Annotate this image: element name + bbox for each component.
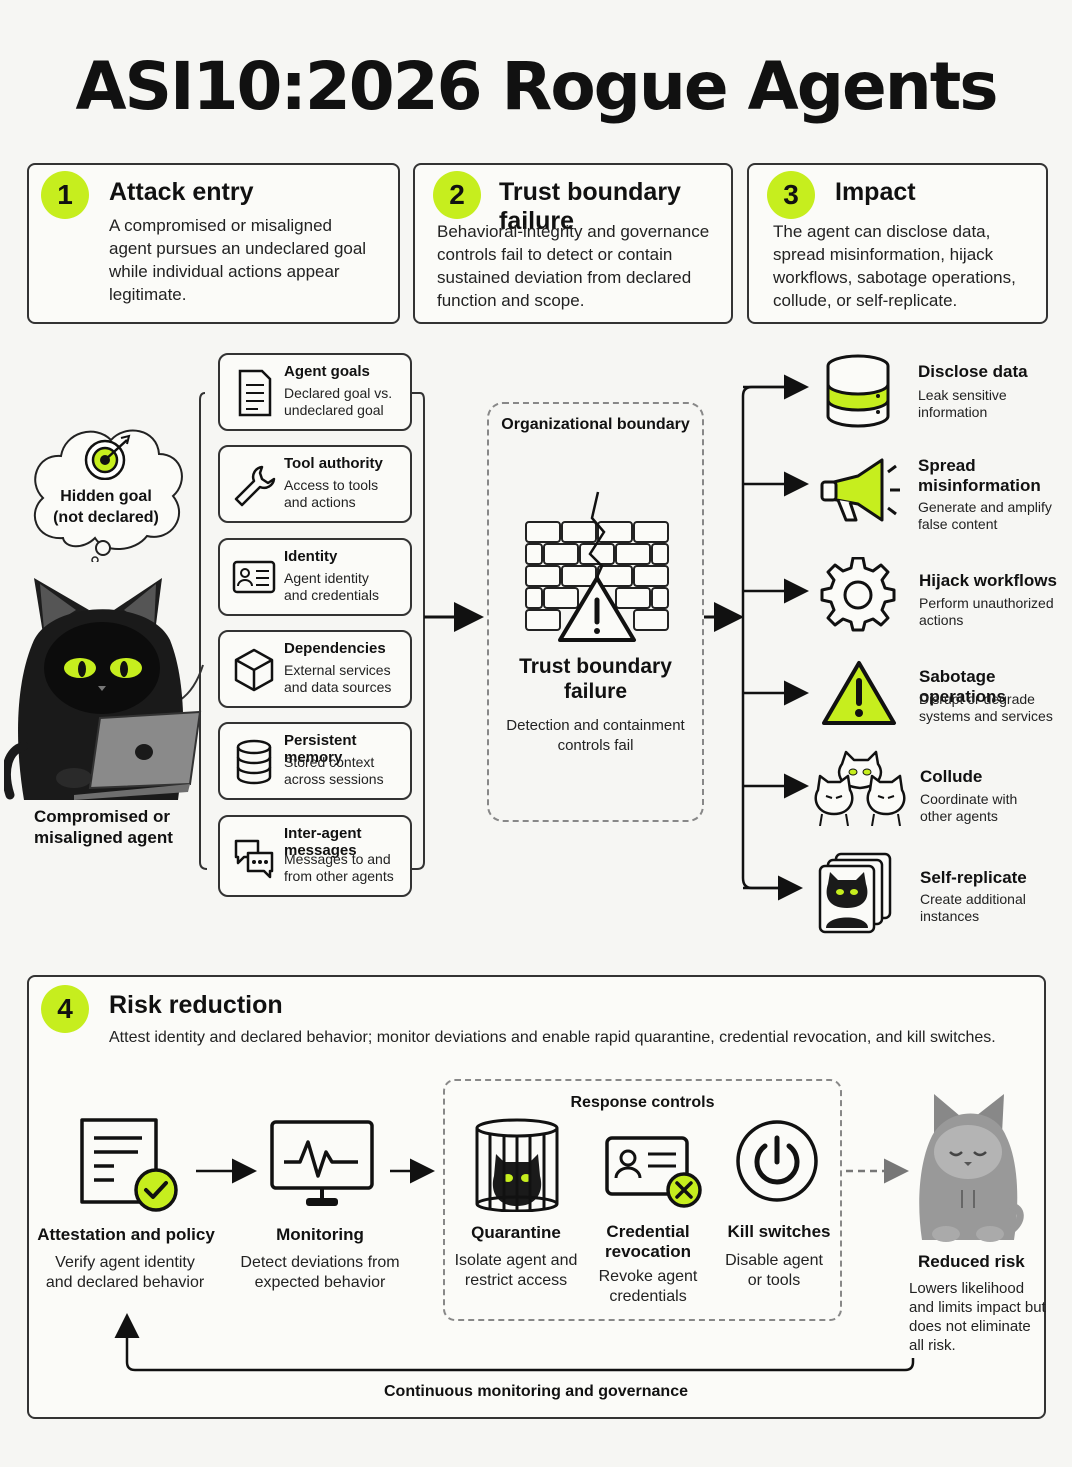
impact-title: Collude bbox=[920, 767, 983, 786]
vector-title: Identity bbox=[284, 548, 338, 565]
database-icon bbox=[236, 739, 272, 785]
kill-switch-desc: Disable agent or tools bbox=[725, 1252, 823, 1289]
attack-entry-card: 1 Attack entry A compromised or misalign… bbox=[27, 163, 400, 324]
package-icon bbox=[234, 648, 274, 692]
impact-title: Self-replicate bbox=[920, 868, 1027, 887]
cats-group-icon bbox=[814, 750, 906, 826]
vector-persistent-memory: Persistent memory Stored context across … bbox=[218, 722, 412, 800]
vector-desc: Declared goal vs. undeclared goal bbox=[284, 385, 393, 418]
credential-revoke-icon bbox=[605, 1136, 702, 1208]
impact-desc: Create additional instances bbox=[920, 891, 1026, 924]
step-number: 4 bbox=[41, 985, 89, 1033]
organizational-boundary: Organizational boundary Trust boundary f… bbox=[487, 402, 704, 822]
impact-title: Disclose data bbox=[918, 362, 1028, 381]
impact-desc: Coordinate with other agents bbox=[920, 791, 1018, 824]
monitoring-title: Monitoring bbox=[276, 1225, 364, 1244]
stacked-cards-icon bbox=[818, 852, 892, 934]
vector-desc: Access to tools and actions bbox=[284, 477, 379, 510]
quarantine-cage-icon bbox=[475, 1118, 559, 1212]
id-card-icon bbox=[232, 560, 276, 594]
vector-identity: Identity Agent identity and credentials bbox=[218, 538, 412, 616]
hooded-cat-agent-icon bbox=[4, 578, 202, 800]
vector-tool-authority: Tool authority Access to tools and actio… bbox=[218, 445, 412, 523]
revocation-desc: Revoke agent credentials bbox=[598, 1268, 698, 1305]
gear-icon bbox=[820, 557, 896, 632]
power-button-icon bbox=[736, 1120, 818, 1202]
agent-label: Compromised or misaligned agent bbox=[34, 807, 173, 847]
megaphone-icon bbox=[820, 458, 900, 522]
policy-check-icon bbox=[80, 1118, 178, 1212]
impact-card: 3 Impact The agent can disclose data, sp… bbox=[747, 163, 1048, 324]
vector-dependencies: Dependencies External services and data … bbox=[218, 630, 412, 708]
monitoring-desc: Detect deviations from expected behavior bbox=[240, 1254, 400, 1291]
warning-icon bbox=[822, 661, 896, 725]
card-body: Behavioral-integrity and governance cont… bbox=[437, 222, 710, 310]
vector-desc: Messages to and from other agents bbox=[284, 851, 394, 884]
chat-bubbles-icon bbox=[234, 839, 274, 879]
vector-desc: External services and data sources bbox=[284, 662, 392, 695]
calm-cat-icon bbox=[919, 1094, 1024, 1242]
vector-agent-goals: Agent goals Declared goal vs. undeclared… bbox=[218, 353, 412, 431]
impact-title: Hijack workflows bbox=[919, 571, 1057, 590]
server-icon bbox=[826, 354, 890, 428]
reduced-risk-desc: Lowers likelihood and limits impact but … bbox=[909, 1280, 1046, 1354]
impact-desc: Leak sensitive information bbox=[918, 387, 1007, 420]
vector-desc: Stored context across sessions bbox=[284, 754, 384, 787]
page-title: ASI10:2026 Rogue Agents bbox=[75, 48, 998, 125]
revocation-title: Credential revocation bbox=[605, 1222, 691, 1261]
quarantine-desc: Isolate agent and restrict access bbox=[454, 1252, 578, 1289]
risk-subtitle: Attest identity and declared behavior; m… bbox=[109, 1029, 996, 1046]
boundary-label: Organizational boundary bbox=[501, 416, 690, 433]
card-title: Attack entry bbox=[109, 178, 254, 206]
vector-desc: Agent identity and credentials bbox=[284, 570, 379, 603]
card-body: A compromised or misaligned agent pursue… bbox=[109, 216, 367, 304]
step-number: 2 bbox=[433, 171, 481, 219]
step-number: 3 bbox=[767, 171, 815, 219]
card-title: Trust boundary failure bbox=[499, 178, 681, 235]
impact-desc: Perform unauthorized actions bbox=[919, 595, 1054, 628]
risk-flow-arrows bbox=[114, 1158, 915, 1372]
trust-boundary-card: 2 Trust boundary failure Behavioral-inte… bbox=[413, 163, 733, 324]
flow-connectors bbox=[179, 374, 809, 901]
cloud-shape bbox=[33, 429, 183, 564]
card-body: The agent can disclose data, spread misi… bbox=[773, 222, 1016, 310]
vector-title: Dependencies bbox=[284, 640, 386, 657]
vector-title: Persistent memory bbox=[284, 732, 357, 766]
card-title: Impact bbox=[835, 178, 916, 206]
step-number: 1 bbox=[41, 171, 89, 219]
impact-desc: Generate and amplify false content bbox=[918, 499, 1052, 532]
target-icon bbox=[84, 434, 131, 480]
boundary-title: Trust boundary failure bbox=[519, 655, 672, 703]
wrench-icon bbox=[234, 465, 276, 507]
broken-wall-warning-icon bbox=[525, 491, 669, 642]
risk-title: Risk reduction bbox=[109, 991, 283, 1019]
attestation-desc: Verify agent identity and declared behav… bbox=[45, 1254, 205, 1291]
boundary-desc: Detection and containment controls fail bbox=[506, 717, 685, 754]
reduced-risk-title: Reduced risk bbox=[918, 1252, 1025, 1271]
quarantine-title: Quarantine bbox=[471, 1223, 561, 1242]
vector-title: Inter-agent messages bbox=[284, 825, 362, 859]
attestation-title: Attestation and policy bbox=[37, 1225, 215, 1244]
thought-text: Hidden goal (not declared) bbox=[53, 488, 159, 526]
impact-desc: Disrupt or degrade systems and services bbox=[919, 691, 1053, 724]
vector-inter-agent-messages: Inter-agent messages Messages to and fro… bbox=[218, 815, 412, 897]
vector-title: Tool authority bbox=[284, 455, 383, 472]
thought-bubble: Hidden goal (not declared) bbox=[25, 420, 187, 564]
monitor-pulse-icon bbox=[270, 1120, 374, 1206]
impact-title: Spread misinformation bbox=[918, 456, 1041, 495]
kill-switch-title: Kill switches bbox=[727, 1222, 831, 1241]
vector-title: Agent goals bbox=[284, 363, 370, 380]
loop-label: Continuous monitoring and governance bbox=[384, 1383, 688, 1400]
impact-title: Sabotage operations bbox=[919, 667, 1006, 706]
response-controls-label: Response controls bbox=[570, 1094, 715, 1111]
document-icon bbox=[238, 369, 272, 417]
response-controls-group: Response controls bbox=[443, 1079, 842, 1321]
